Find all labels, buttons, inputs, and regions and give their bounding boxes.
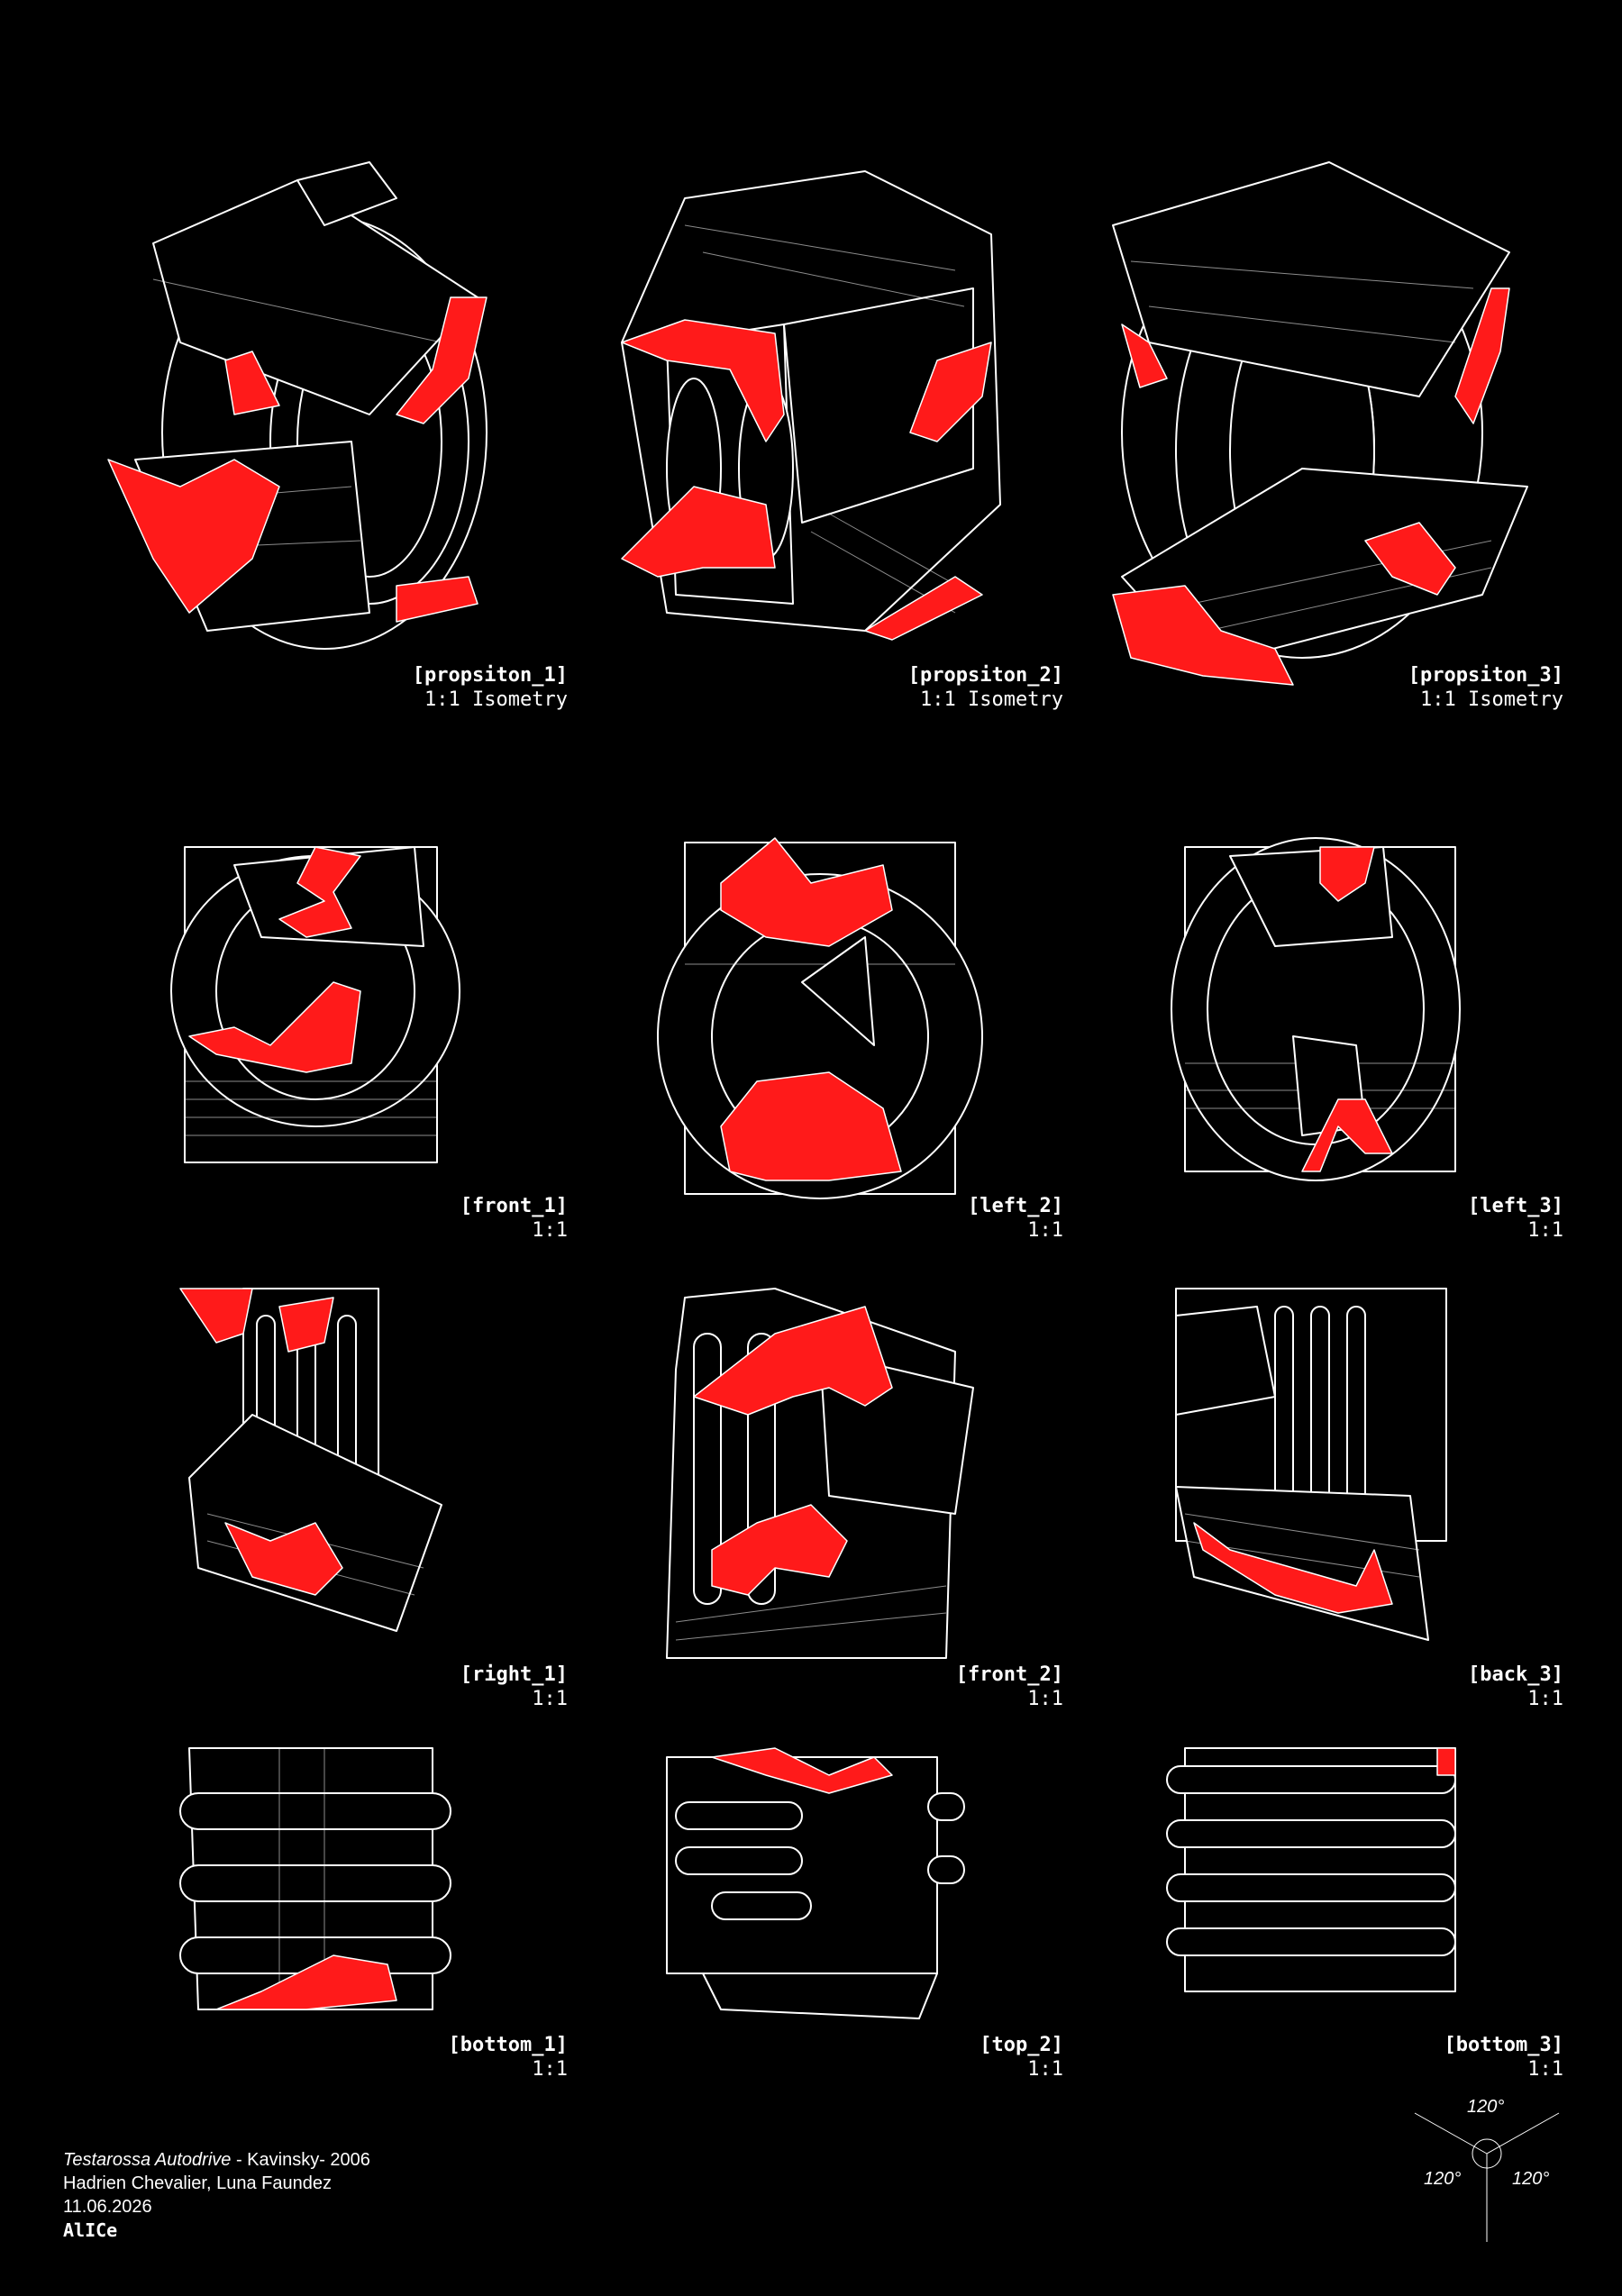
drawing-front-1	[170, 846, 460, 1163]
drawing-top-2	[666, 1747, 965, 2019]
drawing-back-3	[1175, 1288, 1447, 1641]
panel-scale: 1:1	[1027, 1688, 1063, 1710]
panel-bottom-1: [bottom_1] 1:1	[99, 1739, 568, 2100]
panel-propsiton-3: [propsiton_3] 1:1 Isometry	[1095, 144, 1563, 721]
drawing-bottom-1	[179, 1747, 451, 2010]
panel-scale: 1:1 Isometry	[1420, 688, 1563, 711]
panel-scale: 1:1 Isometry	[920, 688, 1063, 711]
panel-label: front_2	[968, 1663, 1052, 1686]
angle-label-top: 120°	[1467, 2097, 1505, 2117]
panel-left-2: [left_2] 1:1	[595, 829, 1063, 1253]
caption-front-1: [front_1] 1:1	[460, 1195, 568, 1242]
panel-scale: 1:1	[1527, 1219, 1563, 1242]
drawing-front-2	[666, 1288, 974, 1659]
drawing-right-1	[179, 1288, 442, 1632]
caption-back-3: [back_3] 1:1	[1468, 1663, 1563, 1710]
panel-bottom-3: [bottom_3] 1:1	[1095, 1739, 1563, 2100]
credits: Testarossa Autodrive - Kavinsky- 2006 Ha…	[63, 2148, 370, 2242]
panel-scale: 1:1	[532, 2058, 568, 2081]
credits-song-line: Testarossa Autodrive - Kavinsky- 2006	[63, 2148, 370, 2172]
panel-label: propsiton_1	[424, 664, 556, 687]
caption-propsiton-2: [propsiton_2] 1:1 Isometry	[907, 664, 1063, 711]
panel-back-3: [back_3] 1:1	[1095, 1280, 1563, 1721]
angle-label-right: 120°	[1512, 2169, 1550, 2189]
panel-right-1: [right_1] 1:1	[99, 1280, 568, 1721]
panel-label: left_2	[980, 1195, 1052, 1217]
song-title: Testarossa Autodrive	[63, 2150, 232, 2170]
isometric-axes-diagram: 120° 120° 120°	[1406, 2091, 1568, 2244]
panel-label: top_2	[991, 2034, 1052, 2056]
panel-scale: 1:1	[532, 1688, 568, 1710]
caption-left-2: [left_2] 1:1	[968, 1195, 1063, 1242]
caption-front-2: [front_2] 1:1	[955, 1663, 1063, 1710]
panel-scale: 1:1	[1027, 1219, 1063, 1242]
caption-propsiton-1: [propsiton_1] 1:1 Isometry	[412, 664, 568, 711]
panel-scale: 1:1	[1527, 1688, 1563, 1710]
drawing-propsiton-2	[621, 170, 1001, 641]
panel-label: propsiton_3	[1420, 664, 1552, 687]
panel-propsiton-2: [propsiton_2] 1:1 Isometry	[595, 144, 1063, 721]
credits-studio: AlICe	[63, 2219, 118, 2241]
panel-scale: 1:1	[532, 1219, 568, 1242]
isometric-axes-icon	[1414, 2112, 1560, 2242]
caption-top-2: [top_2] 1:1	[980, 2034, 1063, 2081]
drawing-propsiton-3	[1112, 161, 1528, 686]
drawing-left-3	[1171, 837, 1461, 1181]
panel-label: left_3	[1480, 1195, 1552, 1217]
panel-scale: 1:1 Isometry	[424, 688, 568, 711]
drawing-left-2	[657, 837, 983, 1199]
panel-label: bottom_1	[460, 2034, 556, 2056]
caption-bottom-1: [bottom_1] 1:1	[448, 2034, 568, 2081]
panel-scale: 1:1	[1527, 2058, 1563, 2081]
song-artist-year: - Kavinsky- 2006	[231, 2150, 370, 2170]
panel-label: back_3	[1480, 1663, 1552, 1686]
panel-label: right_1	[472, 1663, 556, 1686]
caption-propsiton-3: [propsiton_3] 1:1 Isometry	[1408, 664, 1563, 711]
caption-bottom-3: [bottom_3] 1:1	[1444, 2034, 1563, 2081]
credits-authors: Hadrien Chevalier, Luna Faundez	[63, 2173, 332, 2193]
drawing-propsiton-1	[107, 161, 488, 650]
panel-label: propsiton_2	[920, 664, 1052, 687]
caption-right-1: [right_1] 1:1	[460, 1663, 568, 1710]
panel-propsiton-1: [propsiton_1] 1:1 Isometry	[99, 144, 568, 721]
credits-date: 11.06.2026	[63, 2197, 152, 2217]
caption-left-3: [left_3] 1:1	[1468, 1195, 1563, 1242]
panel-label: front_1	[472, 1195, 556, 1217]
panel-scale: 1:1	[1027, 2058, 1063, 2081]
panel-label: bottom_3	[1455, 2034, 1552, 2056]
panel-top-2: [top_2] 1:1	[595, 1739, 1063, 2100]
panel-front-2: [front_2] 1:1	[595, 1280, 1063, 1721]
panel-left-3: [left_3] 1:1	[1095, 829, 1563, 1253]
panel-front-1: [front_1] 1:1	[99, 829, 568, 1253]
drawing-bottom-3	[1166, 1747, 1456, 1992]
angle-label-left: 120°	[1424, 2169, 1462, 2189]
